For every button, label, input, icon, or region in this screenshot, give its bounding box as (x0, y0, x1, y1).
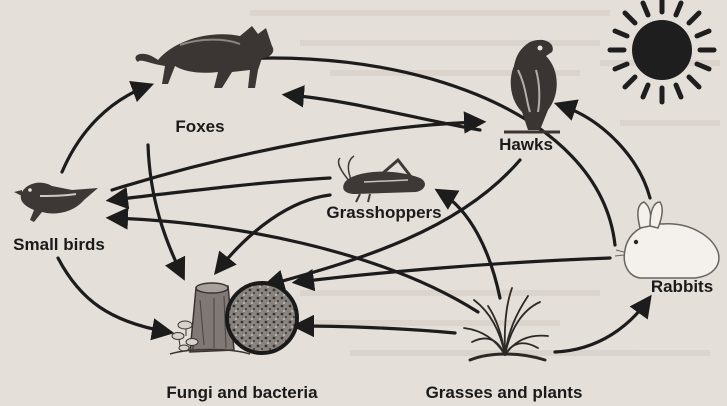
bird-icon (14, 183, 98, 222)
label-grasshoppers: Grasshoppers (326, 203, 441, 222)
sun-icon (610, 0, 714, 102)
arrow-hawks-to-foxes (288, 95, 480, 130)
arrow-small-birds-to-fungi (58, 258, 168, 332)
hawk-icon (504, 40, 560, 132)
bacteria-circle-icon (227, 283, 297, 353)
rabbit-icon (615, 202, 719, 278)
arrow-small-birds-to-foxes (62, 86, 148, 172)
label-rabbits: Rabbits (651, 277, 713, 296)
arrow-grasses-to-rabbits (555, 300, 648, 352)
label-fungi-and-bacteria: Fungi and bacteria (166, 383, 318, 402)
label-small-birds: Small birds (13, 235, 105, 254)
arrow-grasshoppers-to-fungi (218, 195, 330, 270)
grasshopper-icon (338, 156, 424, 202)
arrow-foxes-to-fungi (148, 145, 182, 275)
arrow-grasses-to-fungi (298, 326, 455, 333)
label-hawks: Hawks (499, 135, 553, 154)
arrow-rabbits-to-hawks (560, 105, 650, 198)
label-foxes: Foxes (175, 117, 224, 136)
arrow-grasses-to-grasshoppers (440, 192, 500, 298)
fox-icon (135, 26, 273, 88)
label-grasses-and-plants: Grasses and plants (426, 383, 583, 402)
